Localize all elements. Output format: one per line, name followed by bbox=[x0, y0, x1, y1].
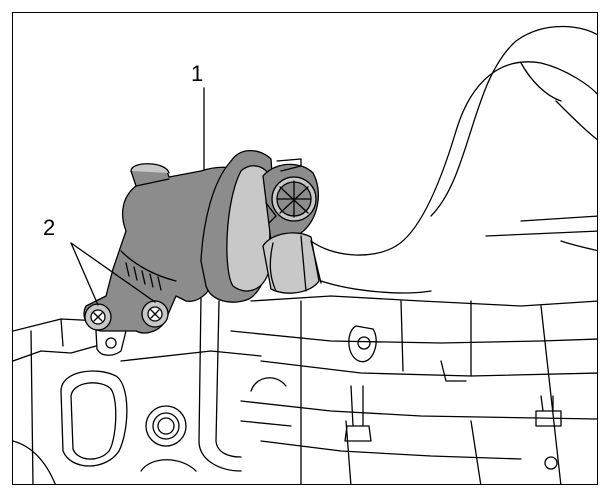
large-hose bbox=[310, 25, 597, 294]
callout-1: 1 bbox=[191, 61, 203, 86]
leader-line-2a bbox=[70, 242, 99, 306]
mounting-bolts bbox=[84, 300, 169, 331]
diagram-frame: 1 2 bbox=[12, 12, 598, 485]
callout-2: 2 bbox=[43, 215, 55, 240]
engine-block bbox=[13, 215, 597, 484]
engine-diagram: 1 2 bbox=[13, 25, 597, 484]
breather-housing bbox=[83, 149, 322, 334]
leader-line-2b bbox=[70, 242, 156, 303]
